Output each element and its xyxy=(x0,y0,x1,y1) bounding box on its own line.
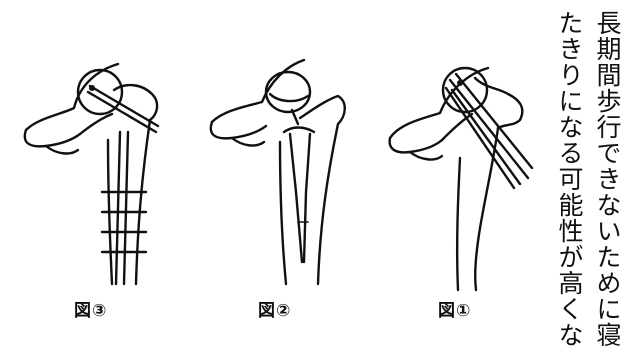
vertical-text-line-2: たきりになる可能性が高くな xyxy=(552,10,586,350)
figure-3-caption: 図③ xyxy=(74,296,107,321)
vertical-text-line-1: 長期間歩行できないために寝 xyxy=(590,10,624,350)
figure-1-caption: 図① xyxy=(438,296,471,321)
figure-1-screw-fixation-illustration xyxy=(380,28,540,298)
figure-3-nail-plate-fixation-illustration xyxy=(18,22,193,302)
figure-2-hip-prosthesis-illustration xyxy=(200,22,370,302)
figure-2-caption: 図② xyxy=(258,296,291,321)
